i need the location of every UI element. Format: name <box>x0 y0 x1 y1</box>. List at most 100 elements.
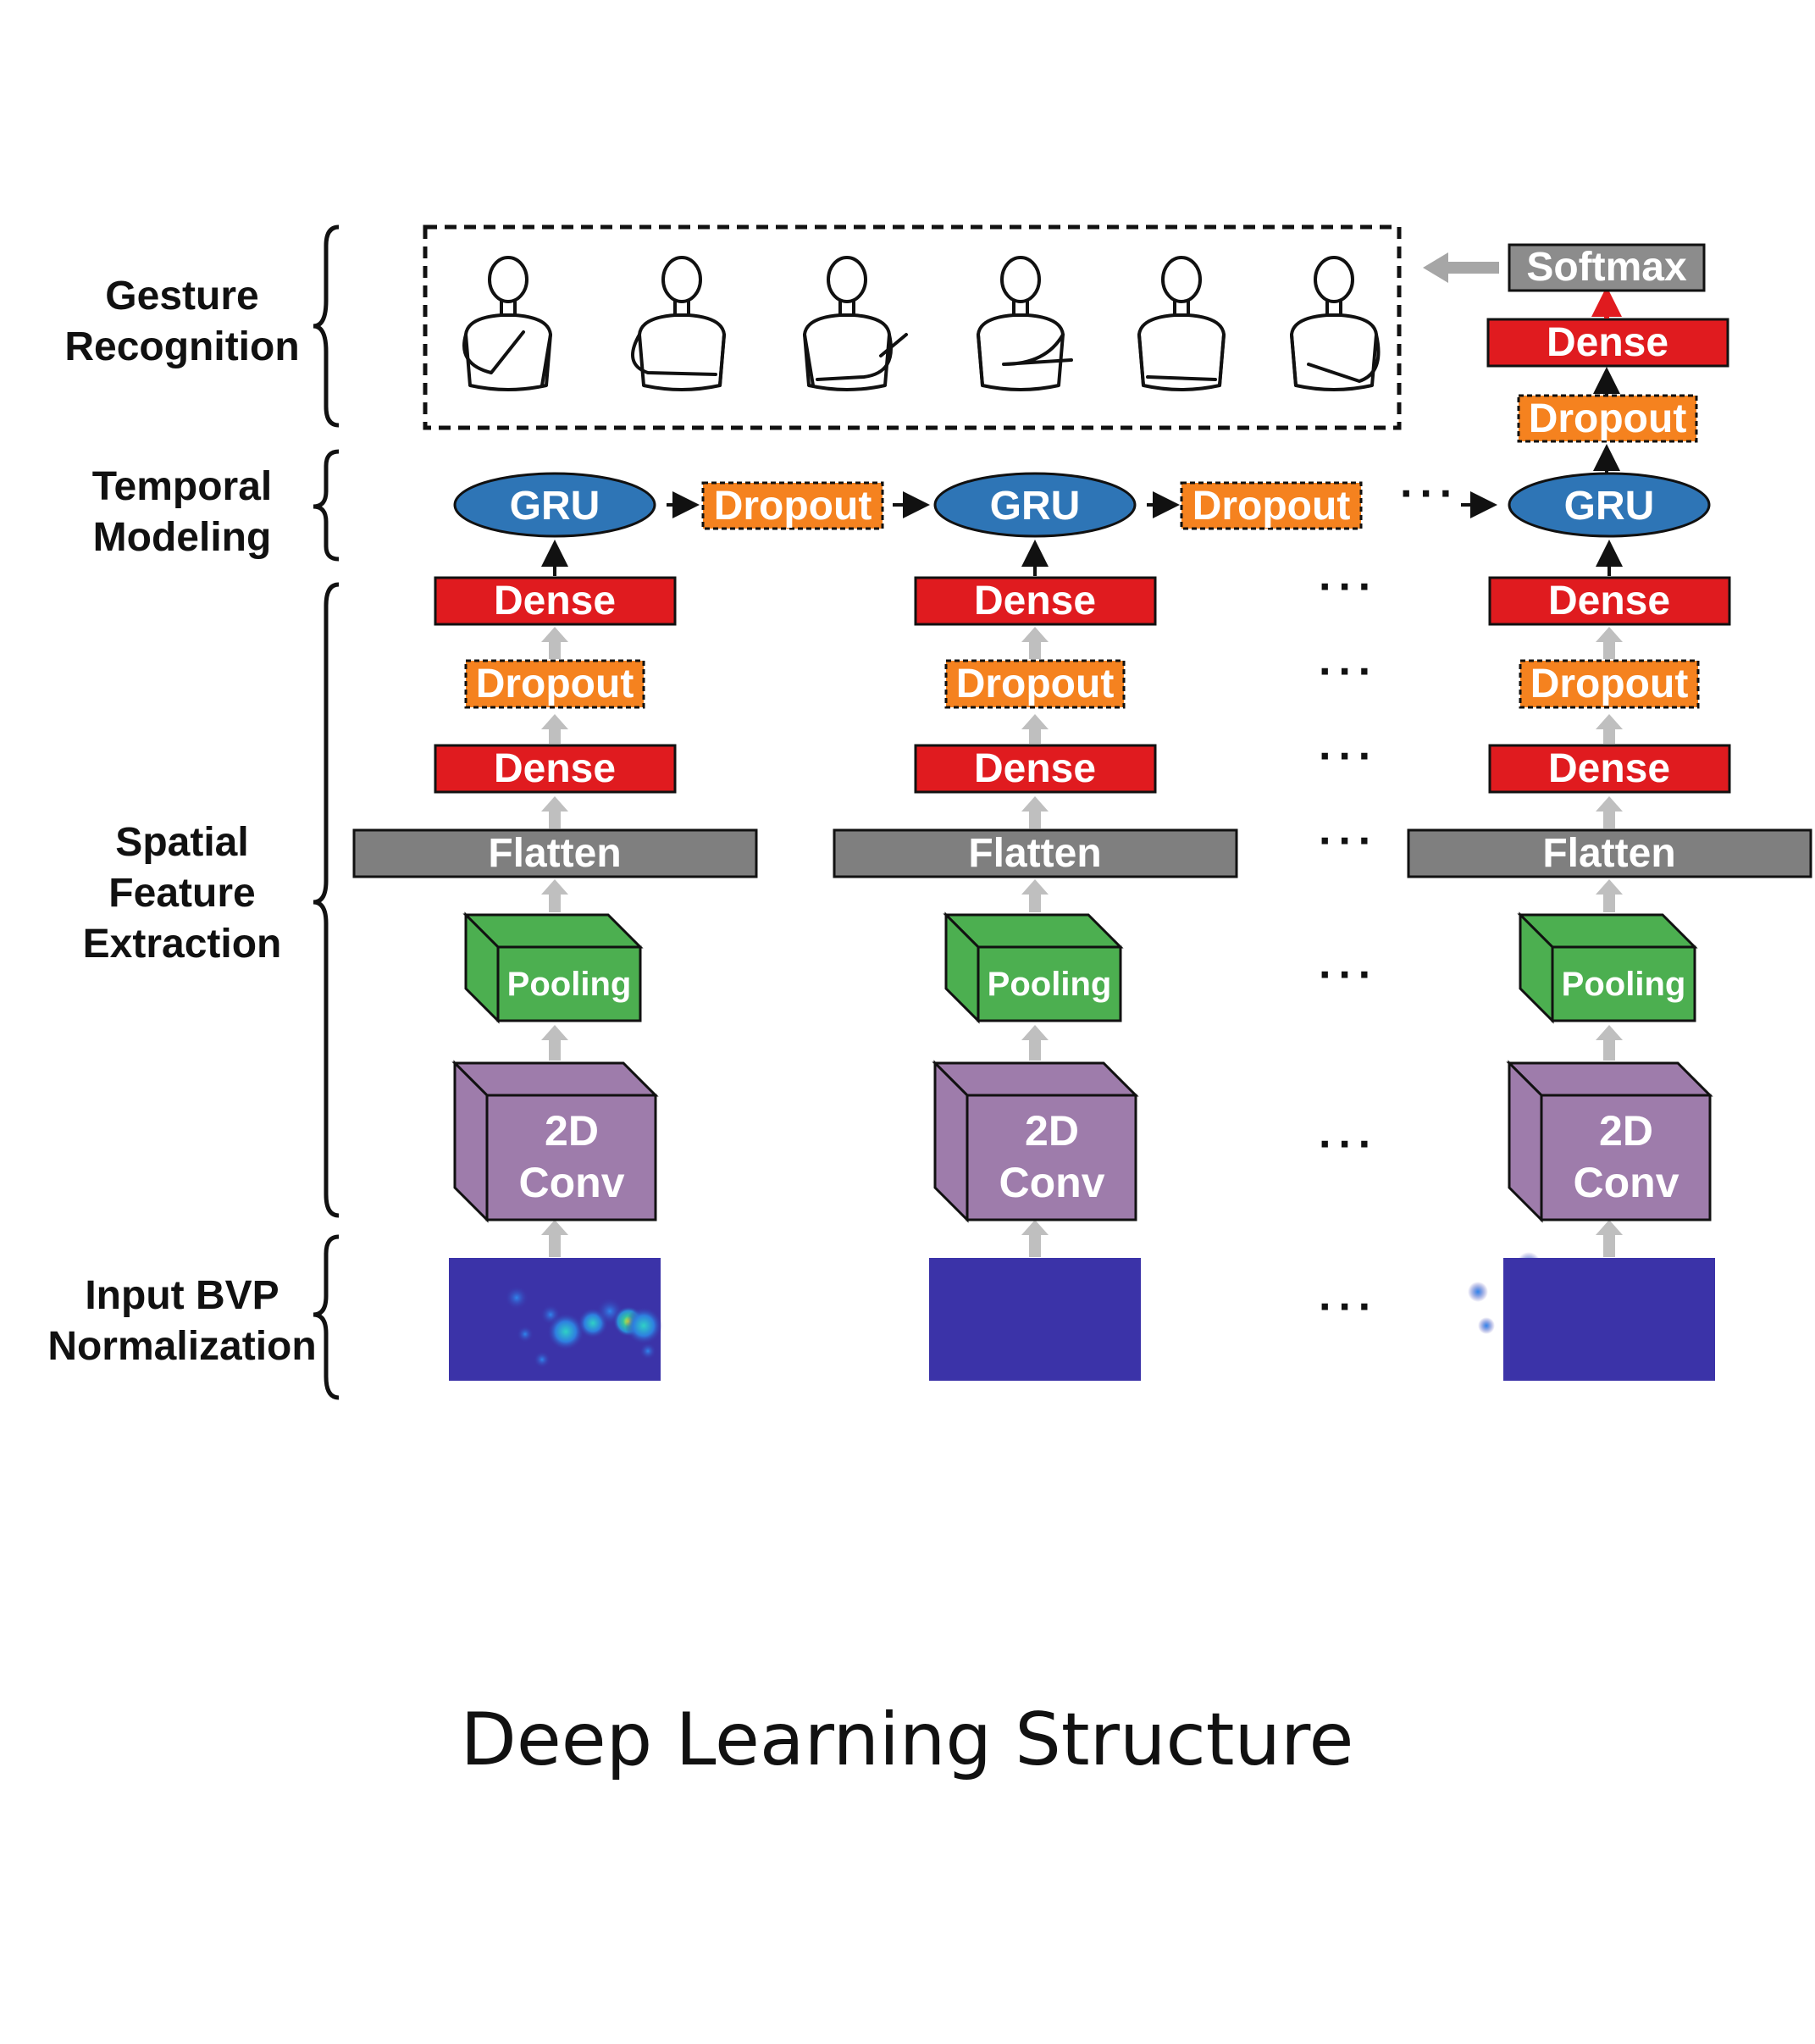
dense-label: Dense <box>1547 320 1668 365</box>
label-line: Spatial <box>115 820 248 865</box>
flow-arrow <box>541 627 568 659</box>
dropout-label: Dropout <box>1530 662 1689 706</box>
ellipsis-mark: ··· <box>1319 1120 1378 1169</box>
pooling-block: Pooling <box>943 911 1124 1024</box>
bvp-heatmap-image <box>449 1258 662 1381</box>
flow-arrow <box>1596 1025 1623 1061</box>
pooling-label: Pooling <box>507 966 632 1003</box>
flow-arrow <box>1596 796 1623 828</box>
pooling-block: Pooling <box>462 911 644 1024</box>
ellipsis-mark: ··· <box>1319 732 1378 781</box>
flow-arrow <box>541 1220 568 1257</box>
flow-arrow <box>1021 1025 1049 1061</box>
dense-block-upper: Dense <box>914 576 1157 626</box>
conv-label-line: 2D <box>1599 1107 1653 1155</box>
flatten-block: Flatten <box>833 828 1238 878</box>
flow-arrow <box>1021 627 1049 659</box>
gesture-output-box <box>423 224 1402 430</box>
brace-input <box>313 1234 340 1400</box>
head-dense: Dense <box>1486 318 1729 368</box>
pooling-label: Pooling <box>988 966 1112 1003</box>
conv-label-line: 2D <box>545 1107 599 1155</box>
conv-label-line: Conv <box>1574 1159 1679 1206</box>
dense-block-upper: Dense <box>1488 576 1731 626</box>
dense-label: Dense <box>974 579 1096 623</box>
brace-gesture <box>313 224 340 428</box>
section-label-input-bvp: Input BVP Normalization <box>47 1273 316 1369</box>
flow-arrow <box>1021 796 1049 828</box>
dense-block-lower: Dense <box>434 744 677 794</box>
flatten-block: Flatten <box>352 828 758 878</box>
gesture-poses <box>462 256 1381 391</box>
brace-temporal <box>313 449 340 562</box>
flow-arrow <box>1596 879 1623 912</box>
dense-label: Dense <box>494 746 616 791</box>
gesture-pose-icon <box>1290 256 1381 391</box>
flow-arrow <box>1021 714 1049 744</box>
dropout-label: Dropout <box>476 662 634 706</box>
conv-label-line: Conv <box>999 1159 1105 1206</box>
pooling-block: Pooling <box>1517 911 1698 1024</box>
flow-arrow <box>541 1025 568 1061</box>
gesture-pose-icon <box>977 256 1073 391</box>
flow-arrow <box>541 714 568 744</box>
head-dropout: Dropout <box>1517 394 1698 443</box>
flow-arrow <box>541 796 568 828</box>
dense-label: Dense <box>974 746 1096 791</box>
ellipsis-mark: ··· <box>1319 950 1378 1000</box>
label-line: Normalization <box>47 1324 316 1369</box>
temporal-ellipsis: ··· <box>1400 469 1459 518</box>
dense-label: Dense <box>1548 579 1670 623</box>
softmax-label: Softmax <box>1526 245 1687 290</box>
label-line: Input BVP <box>85 1273 279 1318</box>
flow-arrow <box>1021 1220 1049 1257</box>
bvp-heatmap-image <box>929 1252 1567 1381</box>
dense-block-upper: Dense <box>434 576 677 626</box>
ellipsis-mark: ··· <box>1319 817 1378 866</box>
gru-block: GRU <box>933 472 1137 538</box>
dense-block-lower: Dense <box>914 744 1157 794</box>
dense-label: Dense <box>1548 746 1670 791</box>
label-line: Modeling <box>93 515 272 560</box>
flatten-label: Flatten <box>968 831 1101 876</box>
gru-label: GRU <box>990 484 1081 529</box>
ellipsis-mark: ··· <box>1319 1282 1378 1332</box>
gru-label: GRU <box>1564 484 1655 529</box>
ellipsis-column: ····················· <box>1319 562 1378 1332</box>
ellipsis-mark: ··· <box>1319 562 1378 612</box>
conv-label-line: 2D <box>1025 1107 1079 1155</box>
gesture-pose-icon <box>803 256 908 391</box>
gesture-pose-icon <box>462 256 552 391</box>
section-label-spatial-feature-extraction: Spatial Feature Extraction <box>83 820 282 967</box>
softmax-to-gestures-arrow <box>1423 252 1499 283</box>
bvp-heatmap-image <box>1503 1258 1715 1381</box>
flow-arrow <box>541 879 568 912</box>
dense-label: Dense <box>494 579 616 623</box>
label-line: Recognition <box>64 324 299 369</box>
flow-arrow <box>1021 879 1049 912</box>
section-braces <box>313 224 340 1400</box>
flatten-block: Flatten <box>1407 828 1812 878</box>
dropout-block: Dropout <box>1519 659 1700 709</box>
dropout-block: Dropout <box>464 659 645 709</box>
flatten-label: Flatten <box>1542 831 1675 876</box>
dense-block-lower: Dense <box>1488 744 1731 794</box>
gru-label: GRU <box>510 484 600 529</box>
label-line: Temporal <box>92 464 272 509</box>
section-label-temporal-modeling: Temporal Modeling <box>92 464 272 560</box>
pooling-label: Pooling <box>1562 966 1686 1003</box>
flow-arrow <box>1596 627 1623 659</box>
label-line: Extraction <box>83 922 282 967</box>
dropout-label: Dropout <box>714 484 872 529</box>
dropout-label: Dropout <box>1192 484 1351 529</box>
flow-arrow <box>1596 714 1623 744</box>
section-label-gesture-recognition: Gesture Recognition <box>64 274 299 369</box>
softmax-block: Softmax <box>1508 243 1706 292</box>
